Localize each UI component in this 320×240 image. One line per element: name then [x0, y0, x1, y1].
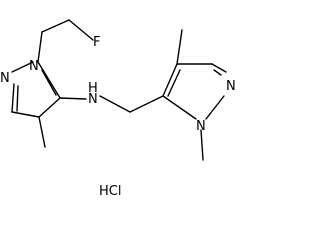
bond	[11, 83, 15, 113]
bond	[162, 95, 197, 120]
bond	[205, 95, 225, 120]
bond	[211, 63, 227, 73]
right-substituents	[176, 29, 204, 161]
bond	[99, 95, 131, 113]
left-pyrazole-ring	[11, 61, 61, 118]
bond	[37, 61, 61, 99]
bond	[38, 97, 61, 118]
atom-label-n: N	[0, 71, 10, 86]
bond	[167, 69, 181, 97]
atom-label-n: N	[29, 59, 39, 74]
linker	[99, 95, 164, 113]
atom-label-n: N	[226, 79, 236, 94]
left-substituents	[37, 19, 94, 148]
bond	[68, 19, 94, 41]
salt-label: HCl	[99, 184, 121, 199]
chemical-structure: N N N H F N N HCl	[0, 19, 236, 199]
right-pyrazole-ring	[162, 63, 227, 120]
atom-label-n: N	[88, 92, 98, 107]
bond	[162, 63, 178, 97]
atom-label-n: N	[196, 119, 206, 134]
bond	[11, 111, 40, 118]
bond	[41, 19, 70, 33]
atom-label-h: H	[88, 81, 98, 96]
bond	[16, 85, 19, 112]
atom-label-f: F	[93, 35, 100, 50]
bond	[11, 61, 34, 73]
bond	[213, 69, 222, 76]
bond	[38, 116, 46, 148]
bond	[41, 69, 57, 96]
bond	[129, 95, 164, 113]
bond	[200, 129, 204, 161]
bond	[176, 29, 183, 65]
bond	[37, 31, 43, 63]
bond	[59, 97, 87, 100]
